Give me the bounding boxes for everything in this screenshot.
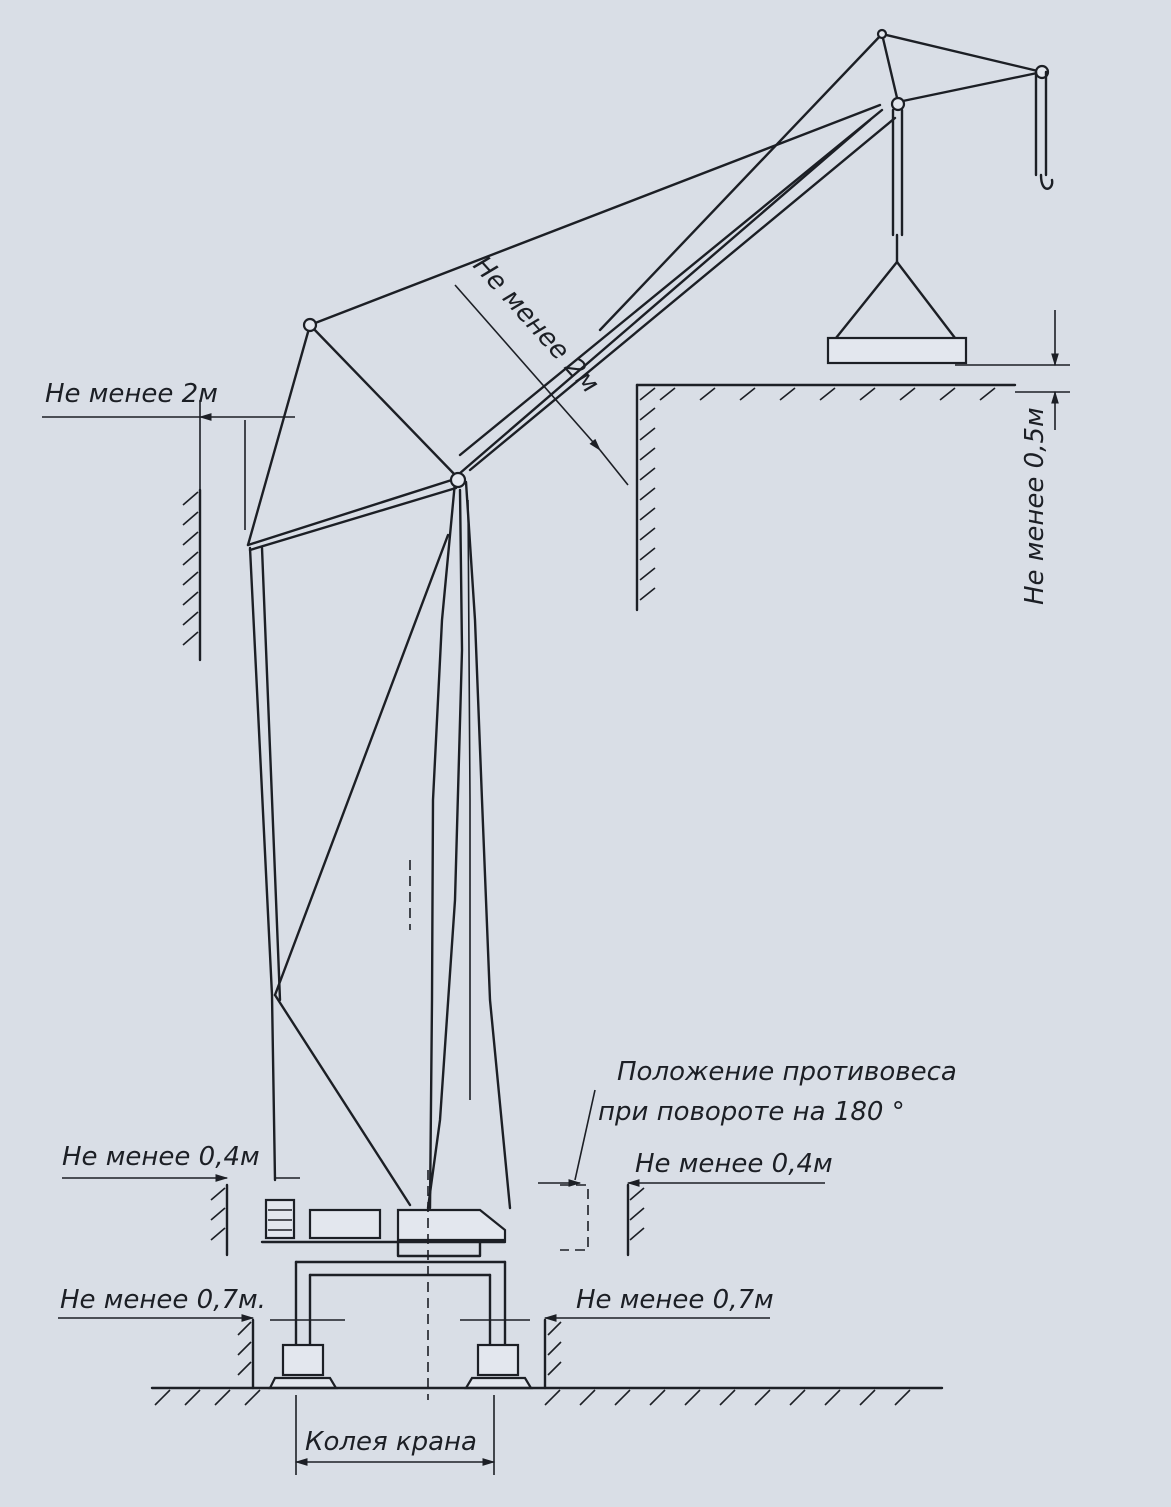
right-building [635,383,1017,612]
crane-base [260,860,533,1400]
top-left-clearance-label: Не менее 2м [45,379,218,409]
ground-line [150,1386,944,1406]
dimension-lines [42,284,1070,1475]
left-lower-clearance-label: Не менее 0,7м. [60,1285,266,1315]
crane-tower [426,480,512,1210]
counterweight [264,1198,296,1240]
left-upper-wall [182,488,202,662]
left-upper-clearance-label: Не менее 0,4м [62,1142,260,1172]
track-gauge-label: Колея крана [305,1427,477,1457]
load-clearance-label: Не менее 0,5м [1020,407,1050,605]
crane-jib [450,32,1044,482]
right-lower-clearance-label: Не менее 0,7м [576,1285,774,1315]
counterweight-note-line2: при повороте на 180 ° [598,1097,905,1127]
load-block [826,336,968,365]
tie-rods [248,533,450,1207]
right-lower-walls [543,1183,645,1390]
left-lower-walls [210,1183,255,1390]
counterweight-note-line1: Положение противовеса [617,1057,957,1087]
hook-and-load [826,70,1054,365]
counter-jib-frame [246,28,1050,552]
right-upper-clearance-label: Не менее 0,4м [635,1149,833,1179]
counterweight-rotated-position [560,1089,596,1251]
